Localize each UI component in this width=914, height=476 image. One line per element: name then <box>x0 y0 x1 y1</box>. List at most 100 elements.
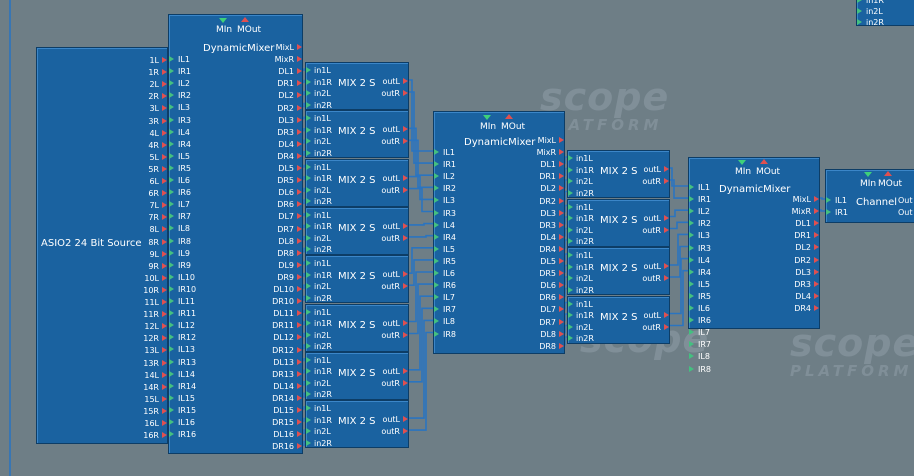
mix2s-output-pin[interactable] <box>403 186 408 193</box>
mixer3-output-pin[interactable] <box>814 220 819 227</box>
mix2s-input-pin[interactable] <box>306 246 311 253</box>
mixer1-output-pin[interactable] <box>297 346 302 353</box>
mix2s-input-pin[interactable] <box>306 331 311 338</box>
mixer1-input-pin[interactable] <box>169 68 174 75</box>
mix2s-input-pin[interactable] <box>306 223 311 230</box>
source-output-pin[interactable] <box>162 165 167 172</box>
mixer2-input-pin[interactable] <box>434 221 439 228</box>
mix2s-output-pin[interactable] <box>403 126 408 133</box>
mixer3-output-pin[interactable] <box>814 292 819 299</box>
mixer1-input-pin[interactable] <box>169 164 174 171</box>
mixer1-input-pin[interactable] <box>169 116 174 123</box>
mixer2-input-pin[interactable] <box>434 306 439 313</box>
mix2s-output-pin[interactable] <box>403 234 408 241</box>
mixer1-input-pin[interactable] <box>169 298 174 304</box>
mixer1-output-pin[interactable] <box>297 382 302 389</box>
mix2s-input-pin[interactable] <box>568 286 573 293</box>
mixer1-output-pin[interactable] <box>297 177 302 184</box>
mixer1-input-pin[interactable] <box>169 419 174 425</box>
mixer3-input-pin[interactable] <box>689 244 694 251</box>
mix2s-input-pin[interactable] <box>306 294 311 301</box>
mixer2-input-pin[interactable] <box>434 245 439 252</box>
mix2s-output-pin[interactable] <box>664 166 669 172</box>
mix2s-output-pin[interactable] <box>403 222 408 229</box>
source-output-pin[interactable] <box>162 93 167 100</box>
mixer1-input-pin[interactable] <box>169 201 174 208</box>
source-output-pin[interactable] <box>162 117 167 124</box>
mixer1-output-pin[interactable] <box>297 189 302 196</box>
mixer1-input-pin[interactable] <box>169 285 174 292</box>
mixer3-output-pin[interactable] <box>814 304 819 311</box>
mixer1-output-pin[interactable] <box>297 431 302 438</box>
mix2s-input-pin[interactable] <box>568 323 573 330</box>
mix2s-output-pin[interactable] <box>403 416 408 423</box>
mixer1-output-pin[interactable] <box>297 225 302 232</box>
mixer2-output-pin[interactable] <box>559 137 564 143</box>
source-output-pin[interactable] <box>162 178 167 184</box>
mix2s-output-pin[interactable] <box>403 331 408 338</box>
mixer1-output-pin[interactable] <box>297 310 302 317</box>
source-output-pin[interactable] <box>162 141 167 148</box>
mixer1-input-pin[interactable] <box>169 358 174 365</box>
mixer3-output-pin[interactable] <box>814 208 819 215</box>
mix2s-output-pin[interactable] <box>664 311 669 318</box>
corner-input-pin[interactable] <box>857 8 862 14</box>
mixer2-output-pin[interactable] <box>559 342 564 349</box>
mixer1-output-pin[interactable] <box>297 443 302 450</box>
mixer3-input-pin[interactable] <box>689 292 694 299</box>
mixer1-output-pin[interactable] <box>297 152 302 159</box>
mixer1-input-pin[interactable] <box>169 177 174 183</box>
mixer1-input-pin[interactable] <box>169 80 174 87</box>
source-output-pin[interactable] <box>162 226 167 233</box>
mixer1-input-pin[interactable] <box>169 334 174 341</box>
mixer1-output-pin[interactable] <box>297 322 302 329</box>
mixer2-input-pin[interactable] <box>434 257 439 264</box>
source-output-pin[interactable] <box>162 262 167 269</box>
mixer1-input-pin[interactable] <box>169 394 174 401</box>
mixer2-output-pin[interactable] <box>559 149 564 156</box>
mixer3-input-pin[interactable] <box>689 353 694 360</box>
mix2s-output-pin[interactable] <box>664 263 669 269</box>
mix2s-output-pin[interactable] <box>403 174 408 181</box>
mixer3-output-pin[interactable] <box>814 232 819 239</box>
source-output-pin[interactable] <box>162 274 167 281</box>
mix2s-input-pin[interactable] <box>306 138 311 145</box>
mix2s-output-pin[interactable] <box>403 271 408 278</box>
mix2s-input-pin[interactable] <box>568 238 573 244</box>
mix2s-input-pin[interactable] <box>568 215 573 221</box>
source-output-pin[interactable] <box>162 420 167 426</box>
source-output-pin[interactable] <box>162 432 167 439</box>
source-output-pin[interactable] <box>162 250 167 257</box>
mixer2-output-pin[interactable] <box>559 330 564 337</box>
mixer1-output-pin[interactable] <box>297 261 302 268</box>
mixer1-output-pin[interactable] <box>297 128 302 135</box>
mixer2-input-pin[interactable] <box>434 318 439 325</box>
mix2s-input-pin[interactable] <box>306 439 311 446</box>
mixer1-output-pin[interactable] <box>297 334 302 341</box>
mixer2-output-pin[interactable] <box>559 282 564 289</box>
mixer3-input-pin[interactable] <box>689 184 694 190</box>
mixer1-input-pin[interactable] <box>169 310 174 317</box>
mixer2-input-pin[interactable] <box>434 270 439 276</box>
mix2s-input-pin[interactable] <box>306 67 311 73</box>
mixer1-input-pin[interactable] <box>169 92 174 99</box>
mixer1-input-pin[interactable] <box>169 128 174 135</box>
mixer3-input-pin[interactable] <box>689 329 694 336</box>
source-output-pin[interactable] <box>162 323 167 330</box>
mix2s-output-pin[interactable] <box>403 379 408 386</box>
mix2s-output-pin[interactable] <box>403 283 408 290</box>
mixer3-input-pin[interactable] <box>689 305 694 311</box>
mixer2-input-pin[interactable] <box>434 185 439 192</box>
mixer1-input-pin[interactable] <box>169 431 174 438</box>
mixer3-input-pin[interactable] <box>689 268 694 275</box>
mixer2-output-pin[interactable] <box>559 258 564 264</box>
mixer2-input-pin[interactable] <box>434 209 439 216</box>
mix2s-input-pin[interactable] <box>568 275 573 281</box>
mix2s-input-pin[interactable] <box>306 343 311 349</box>
source-output-pin[interactable] <box>162 105 167 112</box>
mixer1-input-pin[interactable] <box>169 140 174 147</box>
